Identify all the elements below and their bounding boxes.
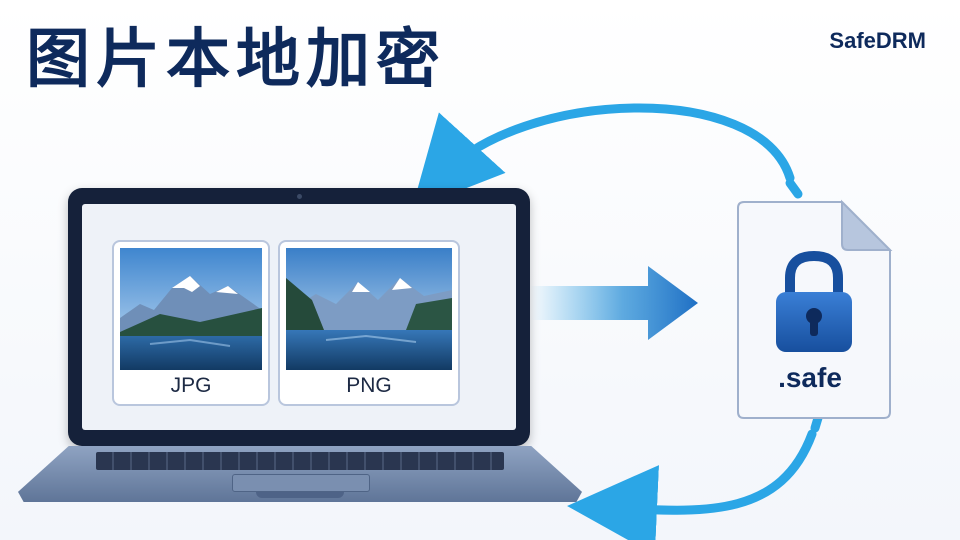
- laptop-keyboard: [96, 452, 504, 470]
- brand-logo: SafeDRM: [829, 28, 926, 53]
- arrow-right-icon: [530, 266, 698, 340]
- lock-icon: [776, 250, 852, 352]
- mountain-image: [286, 248, 452, 370]
- laptop-notch: [256, 492, 344, 498]
- laptop-trackpad: [232, 474, 370, 492]
- page-title: 图片本地加密: [26, 23, 446, 97]
- bottom-arc: [567, 429, 817, 540]
- top-arc-dash: [785, 178, 803, 199]
- top-arc: [411, 103, 795, 210]
- mountain-image: [120, 248, 262, 370]
- bottom-arc-dash: [810, 413, 823, 433]
- file-extension-label: .safe: [778, 362, 842, 393]
- image-card-jpg: JPG: [112, 240, 270, 406]
- document-icon: [737, 199, 893, 419]
- image-format-label: JPG: [170, 374, 212, 397]
- camera-dot: [297, 194, 302, 199]
- image-format-label: PNG: [346, 374, 392, 397]
- image-card-png: PNG: [278, 240, 460, 406]
